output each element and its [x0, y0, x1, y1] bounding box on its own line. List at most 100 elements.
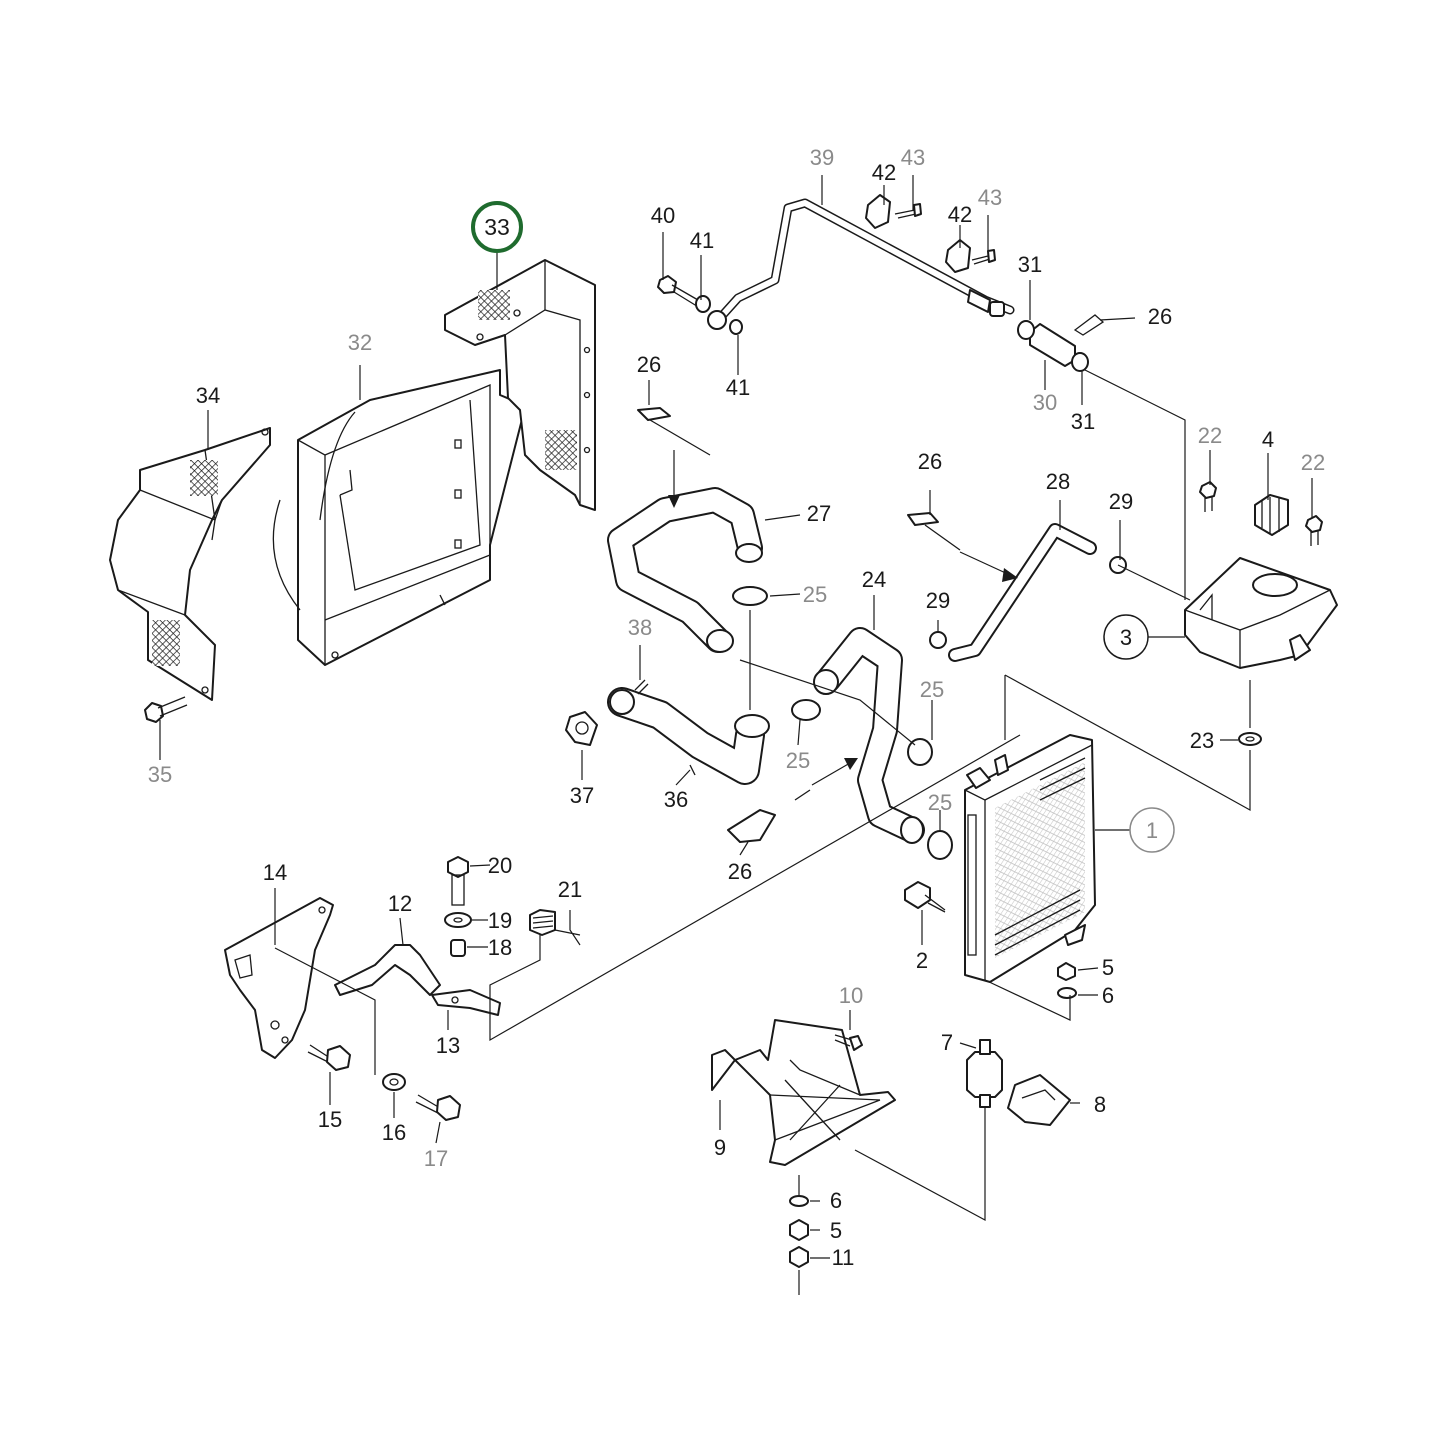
bolt-17	[415, 1094, 461, 1121]
washer-16	[382, 1073, 406, 1091]
assembly-arrows	[668, 450, 1018, 786]
callout-33-highlight-ring	[471, 201, 523, 253]
bracket-12	[334, 944, 441, 996]
bracket-13	[431, 989, 501, 1016]
callout-9: 9	[714, 1135, 726, 1160]
callout-27: 27	[807, 501, 831, 526]
callout-33: 33	[484, 214, 510, 240]
callout-19: 19	[488, 908, 512, 933]
spring-21	[529, 909, 556, 936]
coolant-outlet-pipe	[607, 687, 770, 785]
callout-18: 18	[488, 935, 512, 960]
washer-23	[1238, 732, 1262, 746]
callout-17: 17	[424, 1146, 448, 1171]
callout-12: 12	[388, 891, 412, 916]
callout-2: 2	[916, 948, 928, 973]
callout-5b: 5	[830, 1218, 842, 1243]
callout-11: 11	[832, 1245, 855, 1270]
bolt-20	[447, 856, 469, 906]
washer-19	[444, 912, 472, 928]
callout-28: 28	[1046, 469, 1070, 494]
callout-13: 13	[436, 1033, 460, 1058]
callout-41a: 41	[690, 228, 714, 253]
callout-labels: 33 32 34 35 39 42 43 42 43 40 41 41 31 3…	[148, 145, 1325, 1270]
callout-26b: 26	[637, 352, 661, 377]
nut-5-washer-6-right	[1057, 962, 1077, 999]
bolt-35	[144, 696, 188, 723]
callout-39: 39	[810, 145, 834, 170]
bolt-15	[307, 1044, 351, 1071]
overflow-hose-28	[948, 523, 1097, 662]
mounting-plate-14	[224, 897, 334, 1059]
callout-25b: 25	[920, 677, 944, 702]
rubber-mount-7	[966, 1039, 1003, 1108]
callout-6a: 6	[1102, 983, 1114, 1008]
callout-24: 24	[862, 567, 886, 592]
callout-43b: 43	[978, 185, 1002, 210]
callout-40: 40	[651, 203, 675, 228]
temperature-sensor-26	[637, 407, 961, 843]
radiator-support-bracket-9	[711, 1019, 896, 1166]
callout-22b: 22	[1301, 450, 1325, 475]
shroud-top-bracket	[444, 259, 596, 511]
gasket-37	[565, 711, 598, 746]
spacer-18	[450, 939, 466, 957]
banjo-bolt-40	[657, 275, 701, 309]
callout-3-ring	[1103, 614, 1149, 660]
lower-radiator-hose	[813, 627, 925, 844]
callout-29b: 29	[926, 588, 950, 613]
nut-stack-bottom	[789, 1195, 809, 1268]
filler-cap-4	[1254, 494, 1289, 536]
callout-31b: 31	[1071, 409, 1095, 434]
callout-8: 8	[1094, 1092, 1106, 1117]
callout-22a: 22	[1198, 423, 1222, 448]
callout-42a: 42	[872, 160, 896, 185]
coolant-bleed-pipe	[715, 198, 1015, 323]
callout-26c: 26	[918, 449, 942, 474]
callout-20: 20	[488, 853, 512, 878]
fan-shroud-frame	[272, 369, 531, 666]
callout-42b: 42	[948, 202, 972, 227]
washer-41	[695, 295, 743, 335]
callout-7: 7	[941, 1030, 953, 1055]
callout-4: 4	[1262, 427, 1274, 452]
callout-25a: 25	[803, 582, 827, 607]
callout-32: 32	[348, 330, 372, 355]
callout-5a: 5	[1102, 955, 1114, 980]
callout-3: 3	[1120, 625, 1132, 650]
callout-1: 1	[1146, 818, 1158, 843]
screw-43	[894, 203, 996, 265]
callout-16: 16	[382, 1120, 406, 1145]
callout-36: 36	[664, 787, 688, 812]
callout-29a: 29	[1109, 489, 1133, 514]
short-hose-30	[1017, 320, 1089, 372]
callout-35: 35	[148, 762, 172, 787]
callout-26d: 26	[728, 859, 752, 884]
callout-31a: 31	[1018, 252, 1042, 277]
callout-25c: 25	[786, 748, 810, 773]
clip-26-top	[1073, 314, 1105, 336]
callout-10: 10	[839, 983, 863, 1008]
callout-23: 23	[1190, 728, 1214, 753]
callout-38: 38	[628, 615, 652, 640]
callout-6b: 6	[830, 1188, 842, 1213]
callout-26a: 26	[1148, 304, 1172, 329]
callout-21: 21	[558, 877, 582, 902]
callout-25d: 25	[928, 790, 952, 815]
callout-1-ring	[1129, 807, 1175, 853]
callout-14: 14	[263, 860, 287, 885]
bolt-22	[1199, 481, 1323, 546]
callout-37: 37	[570, 783, 594, 808]
callout-41b: 41	[726, 375, 750, 400]
screw-38	[634, 679, 649, 695]
callout-34: 34	[196, 383, 220, 408]
expansion-tank	[1184, 557, 1338, 669]
callout-30: 30	[1033, 390, 1057, 415]
drain-plug-2	[904, 881, 946, 913]
radiator	[964, 734, 1096, 983]
callout-43a: 43	[901, 145, 925, 170]
fan-shroud-side-panel	[109, 427, 271, 701]
callout-15: 15	[318, 1107, 342, 1132]
upper-radiator-hose	[607, 487, 763, 653]
